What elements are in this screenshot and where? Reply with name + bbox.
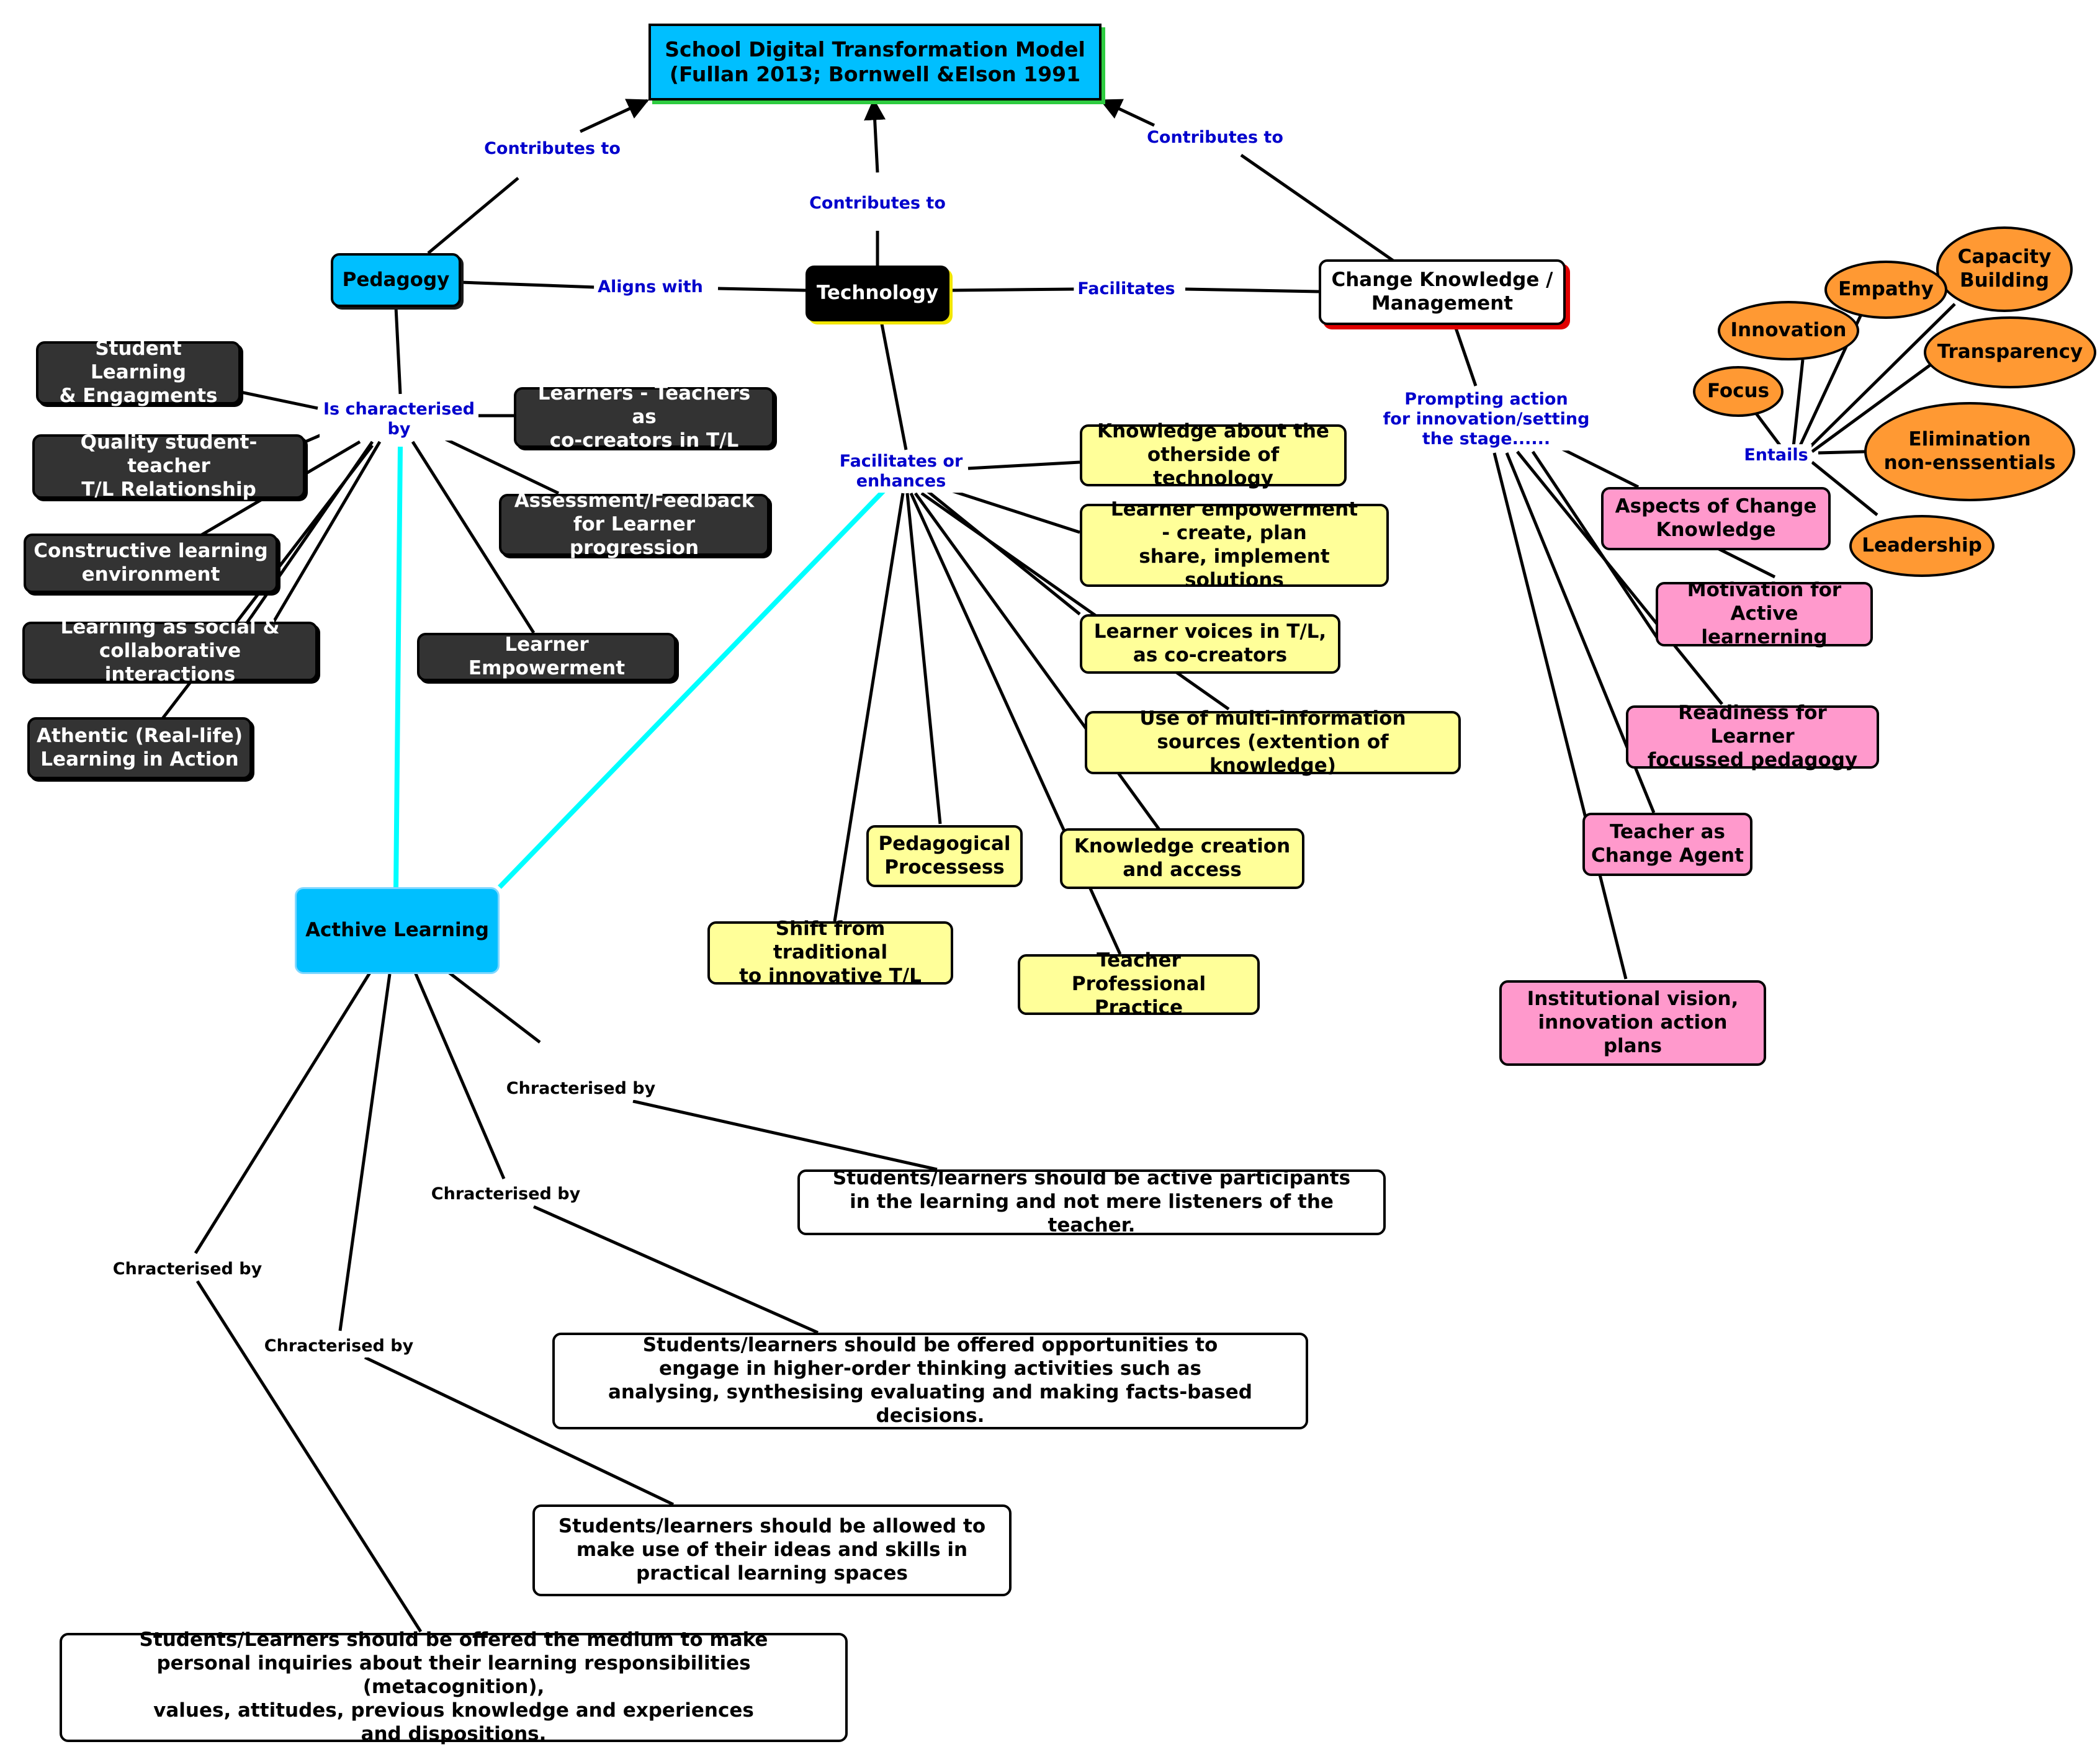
edge-prompt-aspects [1556,445,1640,489]
edge-change-title [1240,153,1394,262]
learner-empowerment-tech-node: Learner empowerment - create, plan share… [1080,498,1389,591]
pedagogy-node: Pedagogy [331,253,461,307]
focus-oval: Focus [1693,366,1784,417]
elimination-oval: Elimination non-enssentials [1864,402,2075,501]
edge-active-chr3 [338,973,392,1331]
edge-change-prompting [1453,326,1478,387]
edge-prompt-vision [1492,452,1628,980]
teacher-change-agent-node: Teacher as Change Agent [1582,813,1752,876]
edge-entails-innovation [1792,359,1805,447]
authentic-learning-node: Athentic (Real-life) Learning in Action [27,717,252,779]
multi-information-node: Use of multi-information sources (extent… [1085,707,1461,777]
title-node: School Digital Transformation Model (Ful… [648,24,1102,101]
change-knowledge-node: Change Knowledge / Management [1319,259,1566,325]
label-prompting-action: Prompting action for innovation/setting … [1379,388,1594,450]
edge-fe-shift [833,493,905,922]
learner-empowerment-node: Learner Empowerment [417,633,676,681]
edge-char-empowerment [411,440,536,634]
constructive-environment-node: Constructive learning environment [24,534,278,593]
label-chracterised-2: Chracterised by [427,1183,585,1205]
active-participants-node: Students/learners should be active parti… [797,1167,1386,1236]
edge-aligns-technology [717,287,806,292]
edge-technology-facilenh [879,320,908,450]
edge-chr3-ideas [364,1356,675,1506]
learner-voices-node: Learner voices in T/L, as co-creators [1080,614,1340,674]
quality-relationship-node: Quality student-teacher T/L Relationship [32,431,305,501]
label-contributes-pedagogy: Contributes to [480,138,624,160]
edge-label-title-chg [1099,99,1155,127]
edge-pedagogy-title [427,177,519,254]
social-learning-node: Learning as social & collaborative inter… [22,616,318,686]
edge-entails-transparency [1811,361,1934,454]
edge-pedagogy-char [394,306,402,395]
edge-active-chr1 [446,970,541,1044]
label-facilitates-enhances: Facilitates or enhances [835,450,967,493]
readiness-node: Readiness for Learner focussed pedagogy [1626,702,1879,771]
shift-traditional-node: Shift from traditional to innovative T/L [707,918,953,987]
co-creators-node: Learners - Teachers as co-creators in T/… [514,382,774,452]
edge-chr4-inquiries [195,1280,423,1633]
institutional-vision-node: Institutional vision, innovation action … [1499,980,1766,1066]
edge-facilitates-change [1185,287,1319,293]
knowledge-otherside-node: Knowledge about the otherside of technol… [1080,420,1347,489]
edge-technology-facilitates [949,287,1076,292]
edge-chr1-participants [632,1099,938,1171]
technology-node: Technology [805,266,949,321]
edge-active-chr4 [194,972,372,1254]
knowledge-creation-node: Knowledge creation and access [1060,828,1304,889]
edge-entails-leadership [1811,461,1878,516]
active-learning-node: Acthive Learning [295,887,500,974]
label-chracterised-1: Chracterised by [502,1078,660,1100]
student-learning-node: Student Learning & Engagments [36,337,241,407]
edge-char-social2 [271,440,382,624]
label-chracterised-3: Chracterised by [260,1335,418,1357]
edge-entails-aspects [1712,544,1776,579]
label-contributes-technology: Contributes to [805,192,949,215]
pedagogical-processes-node: Pedagogical Processess [866,825,1023,887]
edge-chr2-higher [532,1205,819,1334]
edge-char-assessment [444,437,560,495]
leadership-oval: Leadership [1849,515,1995,577]
edge-fe-knowledge [967,460,1080,470]
edge-label-title-ped [579,99,650,133]
label-is-characterised: Is characterised by [319,398,479,440]
aspects-change-node: Aspects of Change Knowledge [1601,487,1831,550]
label-contributes-change: Contributes to [1143,127,1287,149]
teacher-professional-practice-node: Teacher Professional Practice [1018,949,1260,1019]
edge-fe-empowerment [933,483,1080,534]
edge-char-student [240,390,318,410]
label-facilitates: Facilitates [1074,278,1179,300]
edge-cyan-char-active [393,446,403,891]
capacity-building-oval: Capacity Building [1936,226,2073,312]
transparency-oval: Transparency [1924,316,2096,388]
higher-order-thinking-node: Students/learners should be offered oppo… [552,1333,1308,1429]
empathy-oval: Empathy [1824,261,1947,319]
edge-label-title-tech [864,98,886,173]
personal-inquiries-node: Students/Learners should be offered the … [60,1629,848,1745]
ideas-skills-node: Students/learners should be allowed to m… [532,1504,1012,1596]
edge-entails-elimination [1818,450,1865,455]
assessment-feedback-node: Assessment/Feedback for Learner progress… [499,489,770,559]
motivation-node: Motivation for Active learnerning [1656,579,1873,648]
edge-pedagogy-aligns [460,280,596,289]
label-aligns-with: Aligns with [594,276,707,298]
edge-entails-capacity [1808,303,1956,449]
label-chracterised-4: Chracterised by [109,1258,266,1280]
edge-active-chr2 [413,970,506,1179]
edge-cyan-fe-active [498,488,886,889]
edge-prompt-readiness [1516,450,1723,705]
edge-entails-focus [1752,408,1782,448]
edge-fe-pedagogical [905,493,942,825]
label-entails: Entails [1740,444,1812,467]
innovation-oval: Innovation [1718,301,1859,360]
